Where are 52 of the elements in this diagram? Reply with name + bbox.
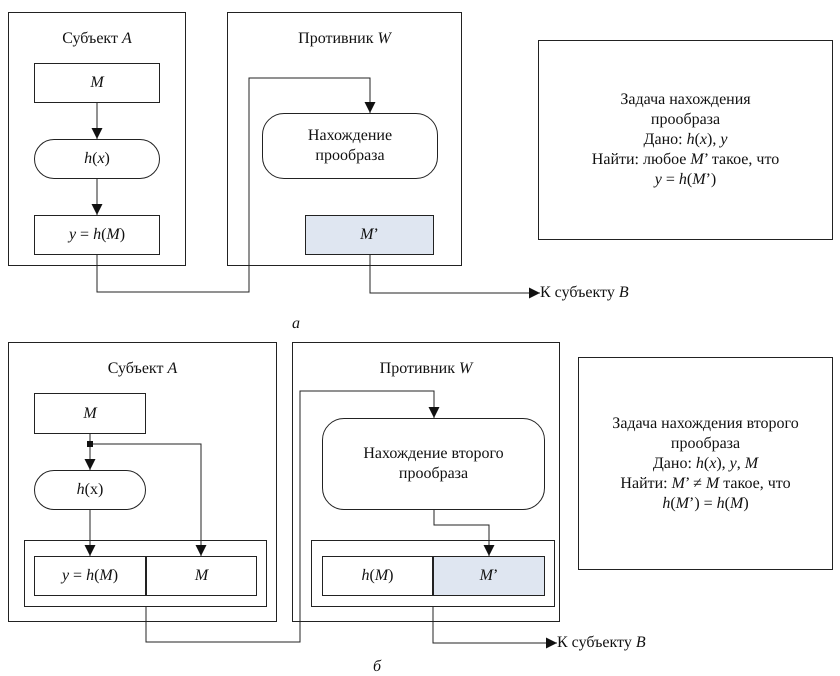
arrow — [84, 510, 96, 556]
node-label: M — [90, 73, 104, 93]
process-terminal — [262, 113, 438, 179]
message-box — [34, 63, 160, 103]
task-line: Найти: M’ ≠ M такое, что h(M’) = h(M) — [619, 474, 792, 514]
hash-function-terminal — [34, 470, 146, 510]
hash-value-cell — [34, 556, 146, 596]
node-label: y = h(M) — [68, 225, 126, 245]
panel-title: Субъект A — [108, 359, 178, 379]
subject-panel — [8, 12, 186, 266]
message-cell — [146, 556, 257, 596]
task-box — [538, 40, 833, 240]
arrow — [146, 390, 440, 642]
node-label: y = h(M) — [62, 566, 118, 586]
node-label: M — [194, 566, 208, 586]
figure-caption: а — [292, 314, 300, 334]
pair-frame — [311, 540, 555, 607]
adversary-panel — [227, 12, 462, 266]
arrow — [434, 510, 494, 556]
arrow — [370, 254, 540, 298]
node-label: M — [83, 404, 97, 424]
result-cell — [433, 556, 545, 596]
node-label: h(x) — [84, 149, 110, 169]
arrow — [96, 78, 376, 292]
hash-value-cell — [322, 556, 433, 596]
subject-panel — [8, 342, 277, 622]
panel-title: Противник W — [380, 359, 472, 379]
message-box — [34, 393, 146, 434]
panel-title: Противник W — [298, 29, 391, 49]
arrow — [92, 178, 102, 216]
result-box — [305, 215, 434, 255]
panel-title: Субъект A — [62, 29, 132, 49]
node-label: К субъекту B — [540, 283, 629, 303]
node-label: M’ — [360, 225, 379, 245]
hash-value-box — [34, 215, 160, 255]
task-line: Дано: h(x), y — [644, 130, 728, 150]
node-label: К субъекту B — [557, 633, 646, 653]
node-label: Нахождение второго прообраза — [363, 444, 504, 484]
arrow — [92, 102, 102, 140]
node-label: h(x) — [76, 480, 104, 500]
arrow — [432, 606, 558, 648]
task-line: Найти: любое M’ такое, что y = h(M’) — [591, 150, 780, 190]
task-line: Дано: h(x), y, M — [652, 454, 758, 474]
adversary-panel — [292, 342, 560, 622]
node-label: M’ — [480, 566, 498, 586]
node-label: h(M) — [362, 566, 394, 586]
process-terminal — [322, 418, 545, 510]
node-label: Нахождение прообраза — [306, 126, 394, 166]
pair-frame — [24, 540, 267, 607]
figure-caption: б — [373, 657, 382, 676]
task-box — [578, 357, 833, 570]
hash-function-terminal — [34, 139, 160, 179]
